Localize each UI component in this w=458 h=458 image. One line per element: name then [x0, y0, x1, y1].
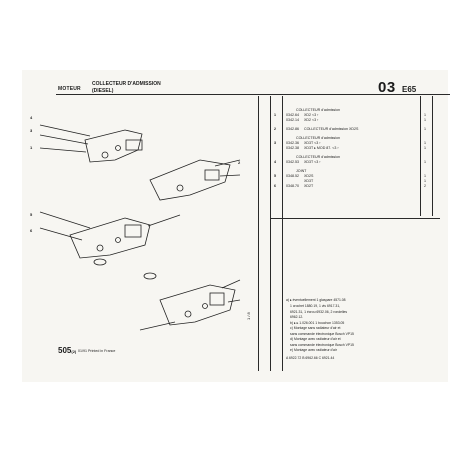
row-index: 5 — [274, 174, 276, 178]
note-bottom: A 6922.72 B 6962.66 C 6921.44 — [286, 356, 335, 360]
part-description: XD2 <3 › — [304, 113, 319, 117]
group-title: COLLECTEUR d'admission — [296, 155, 341, 159]
part-quantity: 1 — [424, 160, 426, 164]
column-divider-left — [258, 96, 259, 371]
part-reference: 0342.14 — [286, 118, 299, 122]
note-line: sans commande électronique Bosch VP15 — [290, 331, 354, 336]
part-quantity: 1 — [424, 118, 426, 122]
group-title: COLLECTEUR d'admission — [296, 136, 341, 140]
column-divider-qty — [420, 96, 421, 216]
page-number: 03 — [378, 79, 396, 96]
callout-2: 2 — [238, 160, 241, 165]
part-quantity: 2 — [424, 184, 426, 188]
note-line: d) Montage avec radiateur d'air et — [290, 337, 341, 341]
page-title: COLLECTEUR D'ADMISSION — [92, 81, 161, 87]
row-index: 3 — [274, 141, 276, 145]
part-description: COLLECTEUR d'admission XD2S — [304, 127, 359, 131]
callout-4: 4 — [30, 115, 33, 120]
column-divider-index — [270, 96, 271, 371]
note-line: 1 crochet 1880.19, 1 vis 6917.31, — [290, 304, 341, 308]
header-rule — [56, 94, 450, 95]
part-description: XD3T ▸ MOD 87. <3 › — [304, 146, 339, 150]
note-line: c) Montage sans radiateur d'air et — [290, 326, 341, 330]
part-quantity: 1 — [424, 127, 426, 131]
page-subtitle: (DIESEL) — [92, 88, 114, 94]
column-divider-ref — [282, 96, 283, 371]
part-description: XD2 <3 › — [304, 118, 319, 122]
column-divider-right — [432, 96, 433, 216]
part-reference: 0348.52 — [286, 174, 299, 178]
note-a: a) ▸ éventuellement 1 glaspare 4571.08 — [286, 298, 346, 302]
part-reference: 0342.53 — [286, 160, 299, 164]
part-description: XD2S — [304, 174, 314, 178]
callout-6: 6 — [30, 228, 33, 233]
part-quantity: 1 — [424, 141, 426, 145]
part-reference: 0342.86 — [286, 127, 299, 131]
part-quantity: 1 — [424, 179, 426, 183]
parts-diagram — [30, 100, 260, 345]
callout-1: 1 — [30, 145, 33, 150]
row-index: 4 — [274, 160, 276, 164]
footer-printed: 01/91 Printed in France — [78, 349, 116, 353]
note-line: sans commande électronique Bosch VP15 — [290, 342, 354, 347]
part-reference: 0342.38 — [286, 146, 299, 150]
group-title: JOINT — [296, 169, 307, 173]
part-quantity: 1 — [424, 113, 426, 117]
page-code: E65 — [402, 85, 417, 94]
row-index: 2 — [274, 127, 276, 131]
note-line: b) ▸ ▸ 1.026.001 1 bouchon 1353.05 — [290, 320, 345, 325]
catalog-sheet — [22, 70, 448, 382]
row-index: 6 — [274, 184, 276, 188]
part-reference: 0348.70 — [286, 184, 299, 188]
manifold-1-body — [84, 129, 143, 163]
part-reference: 0342.36 — [286, 141, 299, 145]
note-line: e) Montage avec radiateur d'air — [290, 348, 337, 352]
footer-catalog-number: 505(2) — [58, 346, 77, 355]
part-quantity: 1 — [424, 146, 426, 150]
part-description: XD3T — [304, 179, 314, 183]
callout-3: 3 — [30, 128, 33, 133]
part-description: XD3T <3 › — [304, 160, 321, 164]
row-index: 1 — [274, 113, 276, 117]
note-line: 6921.31, 1 écrou 6932.06, 2 rondelles — [290, 309, 348, 314]
manifold-1-flange — [125, 139, 143, 151]
group-title: COLLECTEUR d'admission — [296, 108, 341, 112]
part-reference: 0342.64 — [286, 113, 299, 117]
note-line: 6962.12. — [290, 315, 304, 319]
part-quantity: 1 — [424, 174, 426, 178]
table-bottom-rule — [270, 218, 440, 219]
section-label: MOTEUR — [58, 86, 81, 92]
part-description: XD3T <3 › — [304, 141, 321, 145]
part-description: XD2T — [304, 184, 314, 188]
callout-5: 5 — [30, 212, 33, 217]
